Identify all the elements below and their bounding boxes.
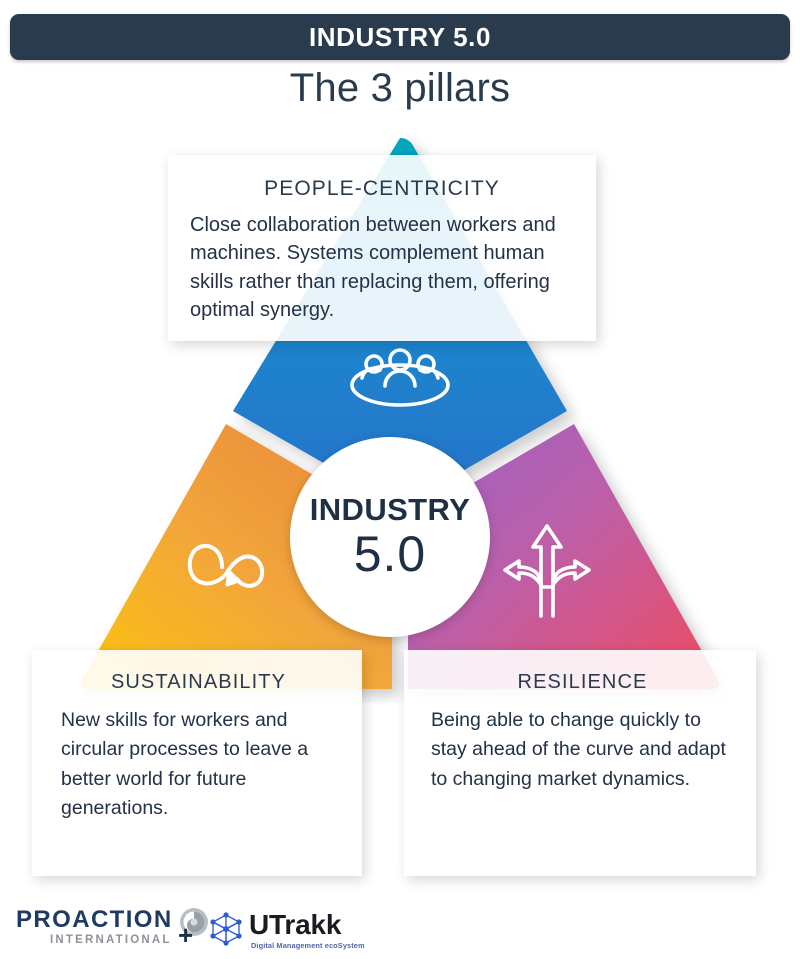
center-badge-title: INDUSTRY [309,491,471,527]
pillar-title-people-centricity: PEOPLE-CENTRICITY [264,177,500,200]
proaction-wordmark: PROACTION [16,906,173,933]
center-badge-version: 5.0 [353,525,427,582]
page-subtitle: The 3 pillars [289,66,511,110]
proaction-spiral-icon [179,907,209,942]
proaction-international-logo: PROACTION INTERNATIONAL [16,908,209,947]
pillar-body-people-centricity: Close collaboration between workers and … [190,214,556,322]
pillar-body-sustainability: New skills for workers and circular proc… [61,709,309,819]
pillar-title-resilience: RESILIENCE [517,671,648,693]
circular-economy-infinity-icon [187,543,265,588]
proaction-tagline: INTERNATIONAL [50,934,172,946]
plus-separator: + [178,920,194,950]
utrakk-wordmark: UTrakk [249,909,342,940]
footer-logos: PROACTION INTERNATIONAL + [0,902,800,959]
pillar-body-resilience: Being able to change quickly to stay ahe… [431,709,726,790]
header-badge-title: INDUSTRY 5.0 [308,21,492,52]
center-badge: INDUSTRY 5.0 [290,437,490,637]
header-badge: INDUSTRY 5.0 [10,14,790,60]
pillar-card-people-centricity: PEOPLE-CENTRICITY Close collaboration be… [168,155,596,341]
utrakk-logo: UTrakk Digital Management ecoSystem [208,911,365,952]
utrakk-tagline: Digital Management ecoSystem [251,941,365,950]
people-group-icon [350,348,450,407]
pillar-card-sustainability: SUSTAINABILITY New skills for workers an… [32,650,362,876]
utrakk-network-icon [208,911,244,952]
pillar-title-sustainability: SUSTAINABILITY [110,671,287,693]
pillar-card-resilience: RESILIENCE Being able to change quickly … [404,650,756,876]
three-way-arrows-icon [503,524,591,618]
